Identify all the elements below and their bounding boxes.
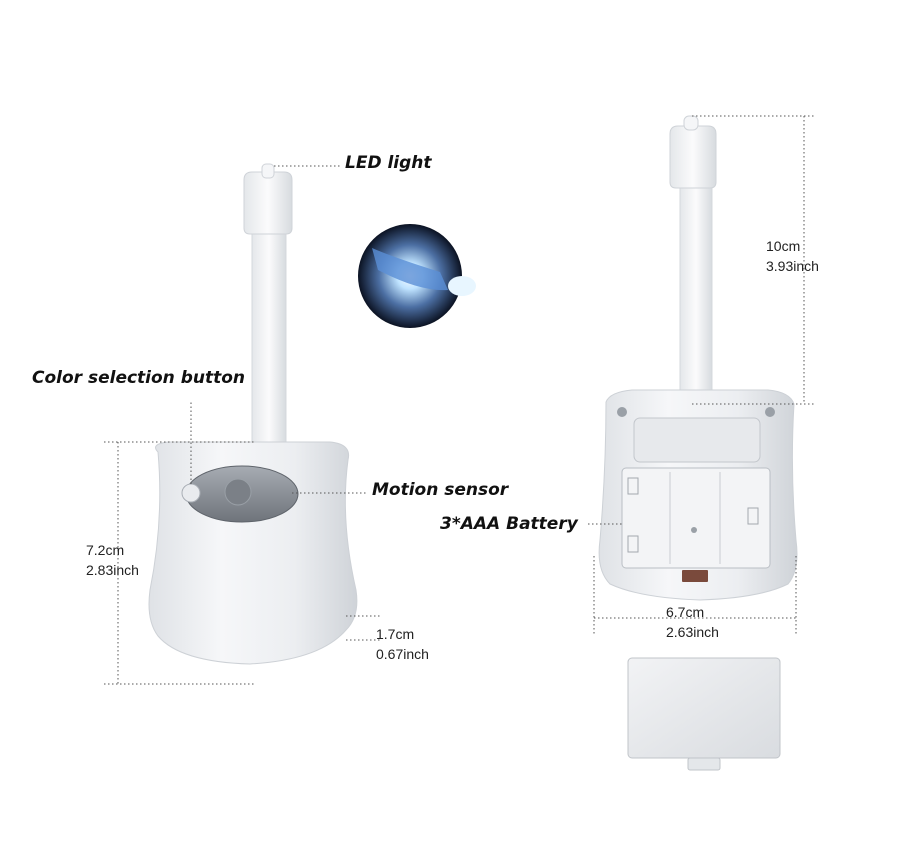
height-inch: 2.83inch [86,562,139,578]
led-tip [261,163,275,179]
arm-dimension: 10cm 3.93inch [766,236,819,276]
sensor-lens [224,478,252,506]
color-button [181,483,201,503]
battery-label: 3*AAA Battery [440,514,578,534]
height-cm: 7.2cm [86,542,125,558]
battery-compartment [621,467,771,569]
led-glow-photo [358,224,476,328]
back-led-head [669,125,717,189]
front-device [148,163,358,665]
height-dimension: 7.2cm 2.83inch [86,540,139,580]
color-button-label: Color selection button [32,368,246,388]
led-head [243,171,293,235]
battery-latch [682,570,708,582]
depth-dimension: 1.7cm 0.67inch [376,624,429,664]
depth-cm: 1.7cm [376,626,415,642]
led-light-label: LED light [345,153,432,173]
front-arm [251,221,287,448]
back-recess [633,417,761,463]
arm-cm: 10cm [766,238,801,254]
back-device [598,115,798,601]
guide-lines [104,115,816,685]
motion-sensor-label: Motion sensor [372,480,509,500]
width-dimension: 6.7cm 2.63inch [666,602,719,642]
battery-cover [627,657,781,771]
arm-inch: 3.93inch [766,258,819,274]
width-cm: 6.7cm [666,604,705,620]
back-arm [679,171,713,413]
width-inch: 2.63inch [666,624,719,640]
depth-inch: 0.67inch [376,646,429,662]
